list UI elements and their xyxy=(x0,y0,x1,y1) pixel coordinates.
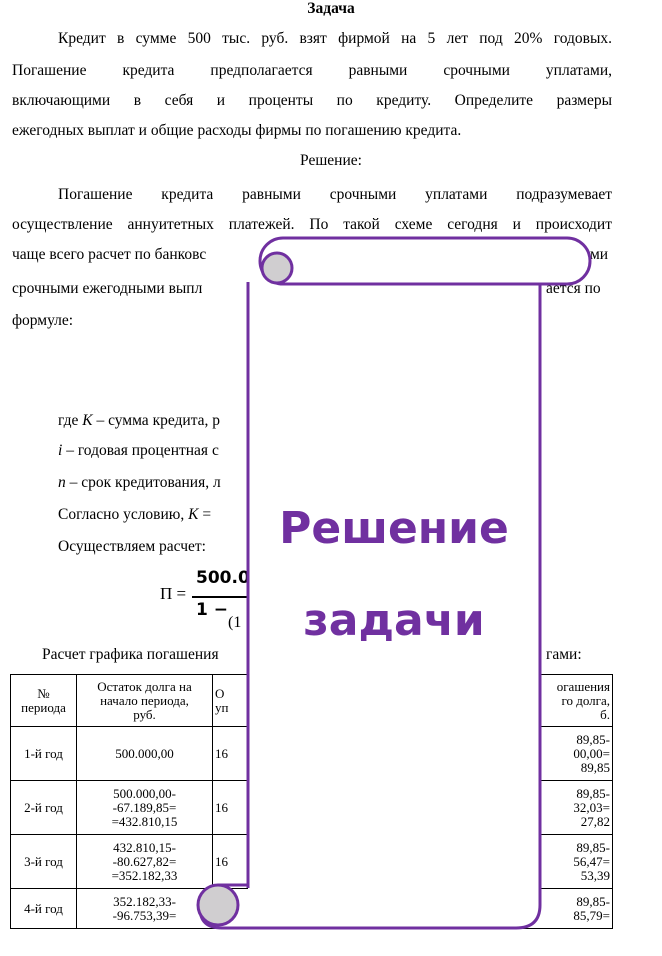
condition-line: Согласно условию, K = xyxy=(58,506,212,523)
problem-line-2: Погашение кредита предполагается равными… xyxy=(12,62,612,79)
schedule-heading-right: гами: xyxy=(546,646,582,663)
problem-line-1: Кредит в сумме 500 тыс. руб. взят фирмой… xyxy=(58,30,612,47)
formula-lhs: П = xyxy=(160,584,187,603)
solution-line-4a: срочными ежегодными выпл xyxy=(12,280,203,297)
solution-heading: Решение: xyxy=(300,152,362,169)
solution-line-3b: ми xyxy=(590,246,609,263)
cell-period: 3-й год xyxy=(10,834,77,889)
symbol-i: i xyxy=(58,442,63,459)
cell-period: 1-й год xyxy=(10,726,77,781)
definition-k: где K – сумма кредита, р xyxy=(58,412,221,429)
cell-period: 2-й год xyxy=(10,780,77,835)
formula-denominator-paren: (1 xyxy=(228,614,242,631)
solution-line-3a: чаще всего расчет по банковс xyxy=(12,246,207,263)
cell-period: 4-й год xyxy=(10,888,77,929)
scroll-top-roll xyxy=(258,236,592,286)
overlay-line-2: задачи xyxy=(303,595,485,646)
solution-line-4b: ается по xyxy=(546,280,601,297)
cell-balance: 500.000,00 xyxy=(76,726,213,781)
formula-denominator: 1 − xyxy=(196,600,228,620)
problem-line-4: ежегодных выплат и общие расходы фирмы п… xyxy=(12,122,462,139)
cell-balance: 432.810,15- -80.627,82= =352.182,33 xyxy=(76,834,213,889)
solution-line-2: осуществление аннуитетных платежей. По т… xyxy=(12,216,612,233)
header-balance: Остаток долга на начало периода, руб. xyxy=(76,674,213,727)
cell-balance: 500.000,00- -67.189,85= =432.810,15 xyxy=(76,780,213,835)
solution-line-5: формуле: xyxy=(12,312,74,329)
doc-title: Задача xyxy=(307,0,355,17)
scroll-top-curl-icon xyxy=(260,251,294,285)
symbol-n: n xyxy=(58,474,66,491)
formula-fraction-bar xyxy=(192,596,262,598)
definition-n: n – срок кредитования, л xyxy=(58,474,221,491)
header-period: № периода xyxy=(10,674,77,727)
schedule-heading-left: Расчет графика погашения xyxy=(42,646,219,663)
calc-label: Осуществляем расчет: xyxy=(58,538,206,555)
problem-line-3: включающими в себя и проценты по кредиту… xyxy=(12,92,612,109)
solution-line-1: Погашение кредита равными срочными уплат… xyxy=(58,186,612,203)
symbol-k: K xyxy=(82,412,93,429)
definition-i: i – годовая процентная с xyxy=(58,442,219,459)
cell-balance: 352.182,33- -96.753,39= xyxy=(76,888,213,929)
overlay-promo-text: Решение задачи xyxy=(248,500,540,650)
overlay-line-1: Решение xyxy=(279,503,509,554)
